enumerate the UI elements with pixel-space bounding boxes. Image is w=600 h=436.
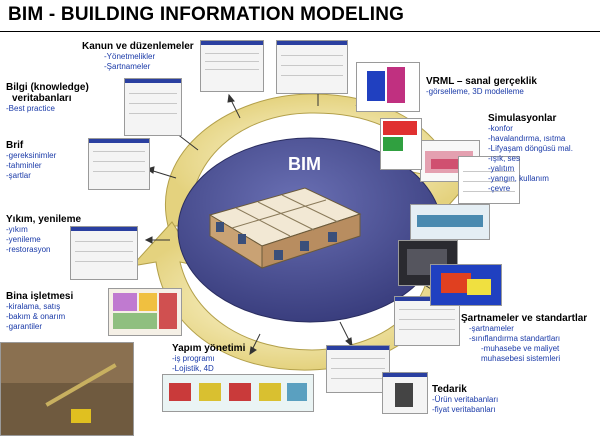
- thermal-simulation-image: [430, 264, 502, 306]
- 4d-logistics-image: [162, 374, 314, 412]
- block-simulasyon-item: -çevre: [488, 184, 511, 193]
- block-yikim-head: Yıkım, yenileme: [6, 214, 82, 225]
- block-simulasyon-item: -havalandırma, ısıtma: [488, 134, 566, 143]
- block-yapim: Yapım yönetimi -iş programı -Lojistik, 4…: [172, 343, 245, 374]
- block-kanun: Kanun ve düzenlemeler -Yönetmelikler -Şa…: [82, 41, 194, 72]
- block-simulasyon-item: -Lifyaşam döngüsü mal.: [488, 144, 573, 153]
- block-kanun-head: Kanun ve düzenlemeler: [82, 41, 194, 52]
- block-simulasyon: Simulasyonlar -konfor -havalandırma, ısı…: [488, 113, 573, 194]
- block-sartname-head: Şartnameler ve standartlar: [461, 313, 588, 324]
- lighting-chart-image: [458, 156, 520, 204]
- block-isletme: Bina işletmesi -kiralama, satış -bakım &…: [6, 291, 73, 332]
- bim-center-label: BIM: [288, 154, 321, 174]
- block-simulasyon-head: Simulasyonlar: [488, 113, 557, 124]
- block-brif-item: -şartlar: [6, 171, 31, 180]
- block-brif-item: -gereksinimler: [6, 151, 57, 160]
- vrml-model-image: [356, 62, 420, 112]
- ventilation-grid-image: [380, 118, 422, 170]
- block-yikim-item: -restorasyon: [6, 245, 51, 254]
- page-title: BIM - BUILDING INFORMATION MODELING: [8, 4, 405, 25]
- regulation-document-image: [200, 40, 264, 92]
- block-yapim-item: -Lojistik, 4D: [172, 364, 214, 373]
- block-simulasyon-item: -yangın, kullanım: [488, 174, 549, 183]
- block-bilgi-head2: veritabanları: [12, 93, 72, 104]
- block-vrml-item: -görselleme, 3D modelleme: [426, 87, 524, 96]
- block-tedarik-head: Tedarik: [432, 384, 467, 395]
- block-tedarik-item: -Ürün veritabanları: [432, 395, 499, 404]
- block-isletme-head: Bina işletmesi: [6, 291, 74, 302]
- block-brif-item: -tahminler: [6, 161, 42, 170]
- brief-document-image: [88, 138, 150, 190]
- block-sartname-item: -şartnameler: [469, 324, 514, 333]
- floor-plan-image: [108, 288, 182, 336]
- block-kanun-item: -Yönetmelikler: [104, 52, 156, 61]
- block-yikim-item: -yenileme: [6, 235, 41, 244]
- block-simulasyon-item: -yalıtım: [488, 164, 515, 173]
- block-sartname-item: muhasebesi sistemleri: [481, 354, 561, 363]
- block-simulasyon-item: -konfor: [488, 124, 513, 133]
- procurement-window-image: [326, 345, 390, 393]
- block-brif-head: Brif: [6, 140, 24, 151]
- structural-simulation-image: [410, 204, 490, 240]
- block-isletme-item: -bakım & onarım: [6, 312, 66, 321]
- block-bilgi-head: Bilgi (knowledge): [6, 82, 89, 93]
- knowledge-base-image: [124, 78, 182, 136]
- block-sartname-item: -muhasebe ve maliyet: [481, 344, 560, 353]
- product-catalog-image: [382, 372, 428, 414]
- demolition-window-image: [70, 226, 138, 280]
- block-simulasyon-item: -ışık, ses: [488, 154, 521, 163]
- standards-window-image: [276, 40, 348, 94]
- block-yikim-item: -yıkım: [6, 225, 28, 234]
- block-sartname-item: -sınıflandırma standartları: [469, 334, 561, 343]
- block-isletme-item: -garantiler: [6, 322, 43, 331]
- block-tedarik-item: -fiyat veritabanları: [432, 405, 496, 414]
- block-yapim-head: Yapım yönetimi: [172, 343, 246, 354]
- block-vrml: VRML – sanal gerçeklik -görselleme, 3D m…: [426, 76, 537, 97]
- block-brif: Brif -gereksinimler -tahminler -şartlar: [6, 140, 56, 181]
- block-vrml-head: VRML – sanal gerçeklik: [426, 76, 537, 87]
- block-bilgi-item: -Best practice: [6, 104, 55, 113]
- block-tedarik: Tedarik -Ürün veritabanları -fiyat verit…: [432, 384, 498, 415]
- block-yikim: Yıkım, yenileme -yıkım -yenileme -restor…: [6, 214, 81, 255]
- title-underline: [0, 31, 600, 32]
- block-kanun-item: -Şartnameler: [104, 62, 151, 71]
- block-isletme-item: -kiralama, satış: [6, 302, 61, 311]
- block-yapim-item: -iş programı: [172, 354, 215, 363]
- block-bilgi: Bilgi (knowledge) veritabanları -Best pr…: [6, 82, 89, 114]
- building-model-image: [208, 187, 362, 269]
- construction-site-photo: [0, 342, 134, 436]
- block-sartname: Şartnameler ve standartlar -şartnameler …: [461, 313, 587, 364]
